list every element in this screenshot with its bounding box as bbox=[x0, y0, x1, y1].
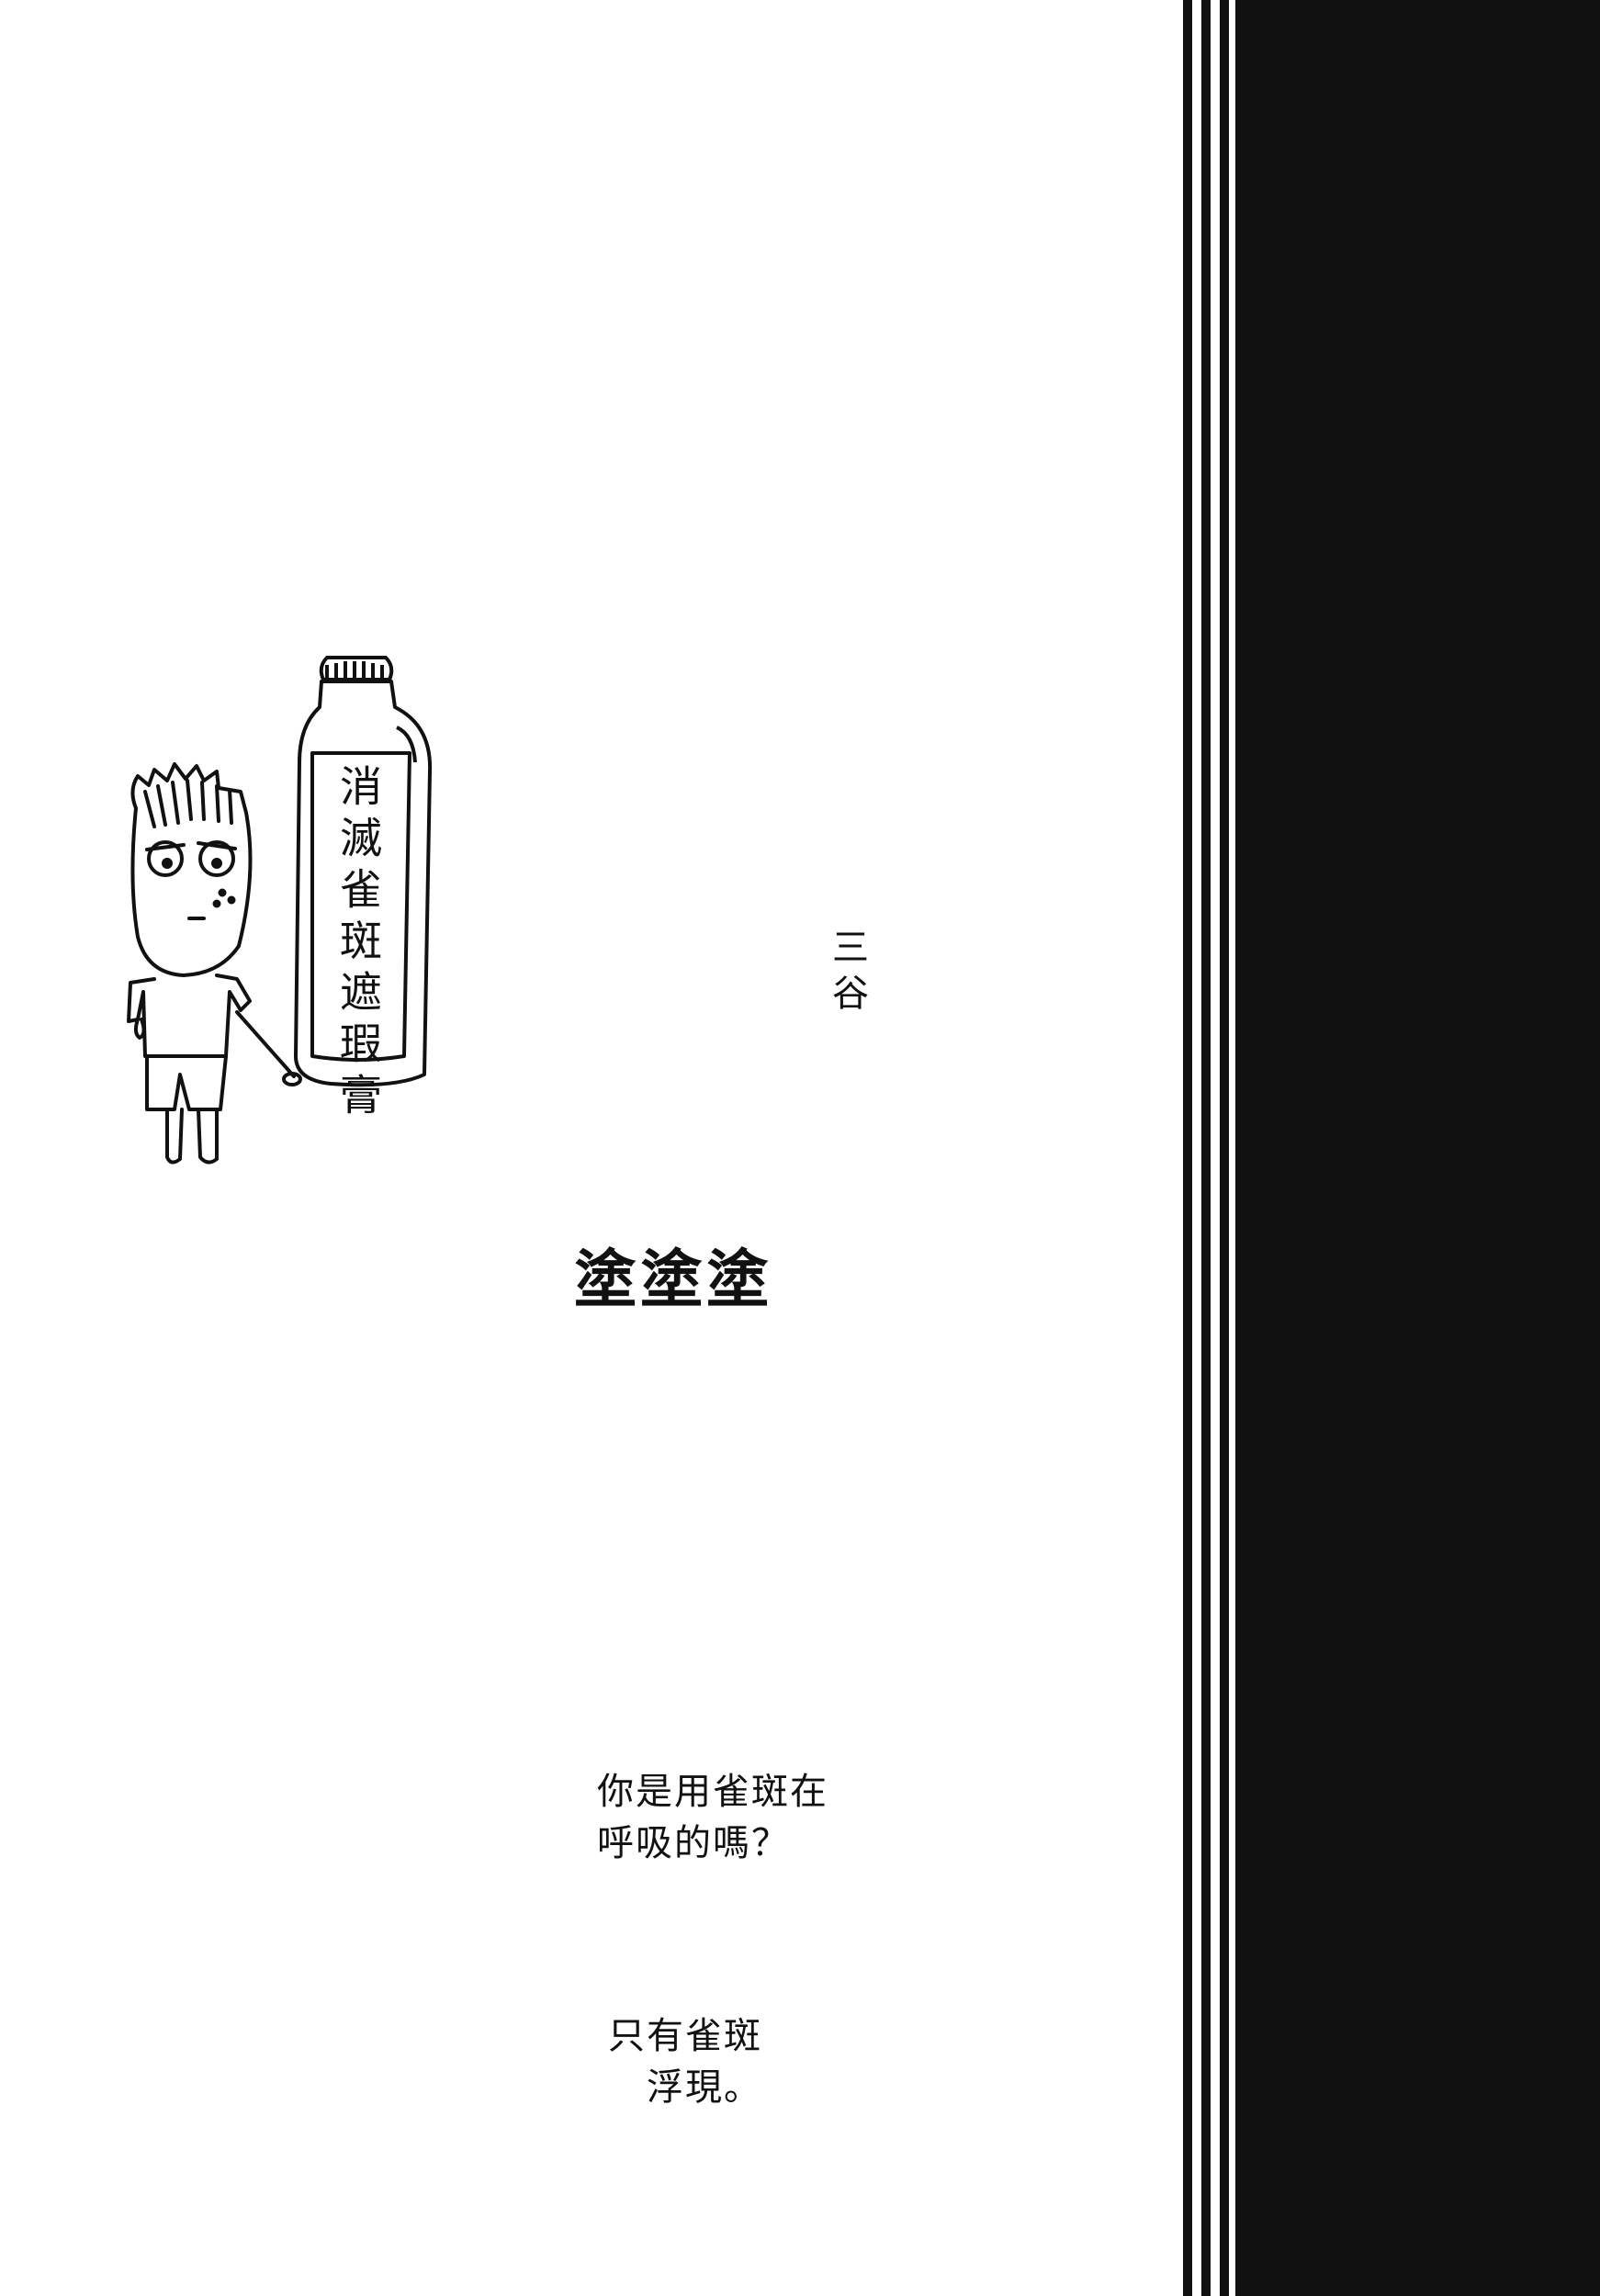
speech-line-1: 你是用雀斑在 bbox=[597, 1771, 828, 1813]
bottle-label-text: 消滅雀斑遮瑕膏 bbox=[333, 764, 383, 1124]
note-line-1: 只有雀斑 bbox=[608, 2015, 762, 2057]
page-border-band bbox=[1183, 0, 1600, 2296]
sound-effect-text: 塗塗塗 bbox=[574, 1244, 773, 1317]
finger-name-text: 三谷 bbox=[826, 928, 868, 1019]
speech-line-2: 呼吸的嗎？ bbox=[597, 1822, 790, 1864]
concealer-bottle bbox=[294, 656, 433, 1087]
small-boy-figure bbox=[127, 762, 302, 1165]
note-line-2: 浮現。 bbox=[647, 2066, 762, 2109]
